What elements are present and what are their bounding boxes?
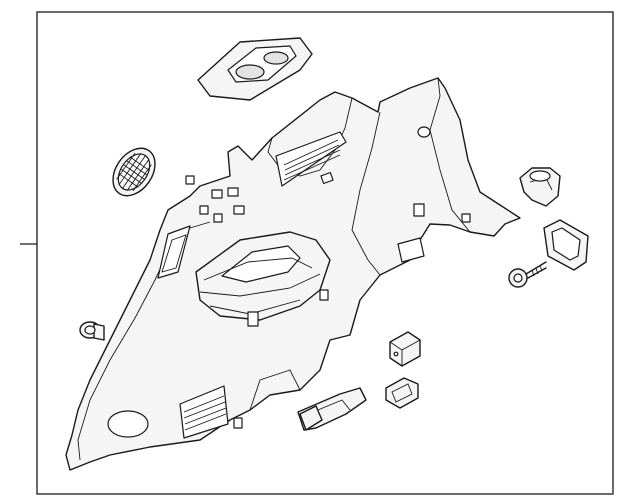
clip-small — [385, 377, 419, 409]
push-pin — [79, 321, 105, 341]
upper-vent — [283, 139, 341, 181]
quarter-trim-panel — [65, 77, 521, 471]
diagram-border — [36, 11, 614, 495]
retainer-block — [389, 331, 421, 367]
latch-handle — [297, 387, 367, 431]
lower-vent — [183, 395, 227, 431]
hook-clip — [519, 167, 561, 207]
bezel-frame — [543, 219, 589, 271]
screw — [508, 261, 547, 288]
speaker-grille — [112, 147, 156, 197]
cup-holder-insert — [197, 37, 313, 101]
